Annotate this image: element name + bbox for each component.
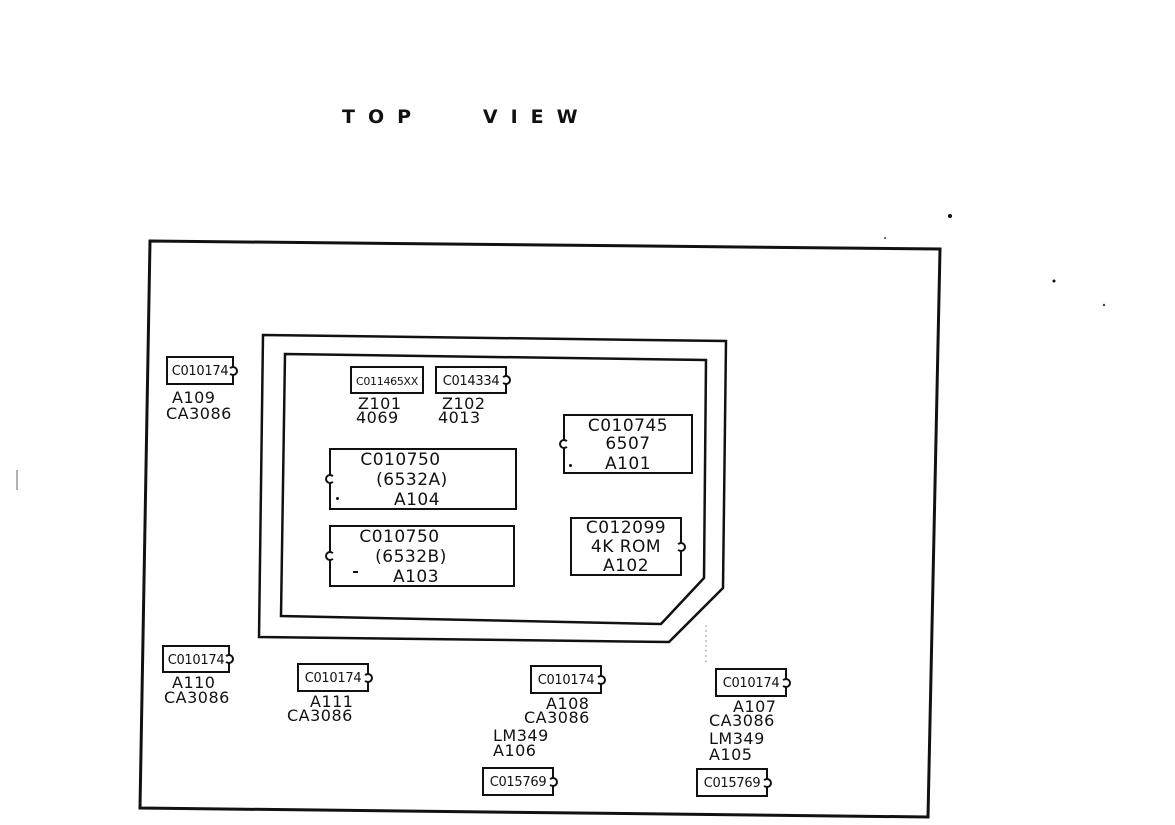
chip-part-label: C010174 <box>537 673 595 688</box>
chip-type2-label: LM349 <box>709 729 765 748</box>
chip-type-label: CA3086 <box>166 404 232 423</box>
board-outline <box>138 239 942 819</box>
chip-notch-icon <box>596 674 606 685</box>
chip-ref-label: A107 <box>733 697 777 716</box>
chip-type2-label: LM349 <box>493 726 549 745</box>
chip-part-label: C015769 <box>703 776 761 791</box>
chip-ref-label: A110 <box>172 673 216 692</box>
chip-a107: C010174 <box>715 668 791 697</box>
chip-part-label: C010174 <box>167 653 225 668</box>
chip-type-label: (6532A) <box>376 470 448 490</box>
chip-a103: C010750 (6532B) A103 <box>325 525 515 587</box>
chip-part-label: C014334 <box>442 374 500 389</box>
shield-inner-outline <box>279 352 708 626</box>
chip-ref2-label: A106 <box>493 741 537 760</box>
chip-type-label: CA3086 <box>287 706 353 725</box>
chip-part-label: C011465XX <box>355 375 419 388</box>
chip-ref-label: Z102 <box>442 394 486 413</box>
chip-ref-label: A101 <box>604 454 652 474</box>
chip-notch-icon <box>781 677 791 688</box>
chip-ref-label: A108 <box>546 694 590 713</box>
chip-z102: C014334 <box>435 366 511 394</box>
chip-a105: C015769 <box>696 768 772 797</box>
chip-notch-icon <box>363 672 373 683</box>
chip-notch-icon <box>325 474 335 484</box>
chip-a106: C015769 <box>482 767 558 796</box>
chip-part-label: C010750 <box>359 527 440 547</box>
chip-notch-icon <box>762 777 772 788</box>
pin1-dot-icon <box>353 571 358 573</box>
chip-ref-label: A104 <box>393 490 441 510</box>
chip-ref-label: A102 <box>602 556 650 576</box>
chip-z101: C011465XX <box>350 366 424 394</box>
chip-ref2-label: A105 <box>709 745 753 764</box>
chip-type-label: 4K ROM <box>590 537 662 557</box>
chip-a108: C010174 <box>530 665 606 694</box>
chip-part-label: C010750 <box>360 450 441 470</box>
chip-part-label: C015769 <box>489 775 547 790</box>
chip-a111: C010174 <box>297 663 373 692</box>
pin1-dot-icon <box>336 497 339 500</box>
chip-type-label: (6532B) <box>375 547 447 567</box>
chip-type-label: 6507 <box>605 434 651 454</box>
chip-part-label: C010174 <box>722 676 780 691</box>
chip-notch-icon <box>224 654 234 664</box>
chip-type-label: 4069 <box>356 408 399 427</box>
chip-part-label: C010745 <box>587 416 669 436</box>
chip-notch-icon <box>325 551 335 561</box>
chip-part-label: C012099 <box>585 518 667 538</box>
chip-part-label: C010174 <box>304 671 362 686</box>
chip-type-label: CA3086 <box>524 708 590 727</box>
chip-a102: C012099 4K ROM A102 <box>570 517 686 576</box>
chip-type-label: CA3086 <box>709 711 775 730</box>
chip-a110: C010174 <box>162 645 234 673</box>
chip-ref-label: Z101 <box>358 394 402 413</box>
shield-outer-outline <box>257 333 728 644</box>
chip-a101: C010745 6507 A101 <box>559 414 693 474</box>
chip-type-label: 4013 <box>438 408 481 427</box>
chip-a104: C010750 (6532A) A104 <box>325 448 517 510</box>
chip-notch-icon <box>676 541 686 552</box>
pin1-dot-icon <box>569 464 572 467</box>
chip-type-label: CA3086 <box>164 688 230 707</box>
chip-notch-icon <box>501 375 511 385</box>
chip-ref-label: A111 <box>310 692 354 711</box>
chip-a109: C010174 <box>166 356 238 385</box>
chip-notch-icon <box>548 776 558 787</box>
chip-ref-label: A109 <box>172 388 216 407</box>
page-title: TOP VIEW <box>342 106 591 128</box>
chip-notch-icon <box>228 365 238 376</box>
chip-part-label: C010174 <box>171 364 229 379</box>
chip-notch-icon <box>559 439 569 449</box>
chip-ref-label: A103 <box>392 567 440 587</box>
